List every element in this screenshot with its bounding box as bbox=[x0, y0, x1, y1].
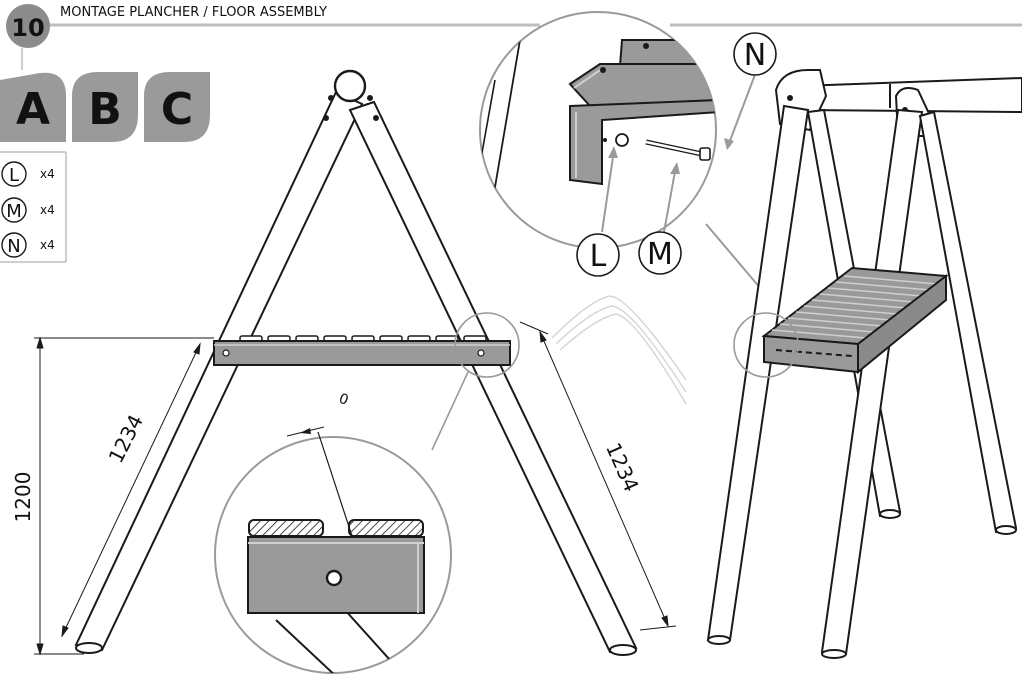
page-title: MONTAGE PLANCHER / FLOOR ASSEMBLY bbox=[60, 5, 327, 20]
variant-label-a: A bbox=[16, 84, 50, 135]
nut bbox=[715, 147, 716, 165]
part-row-l: L x4 bbox=[1, 161, 55, 187]
top-tube bbox=[333, 69, 367, 103]
variant-badge-b bbox=[72, 72, 138, 142]
variant-label-c: C bbox=[161, 84, 193, 135]
callout-nut: N bbox=[744, 38, 766, 73]
bolt bbox=[699, 147, 711, 161]
part-quantity: x4 bbox=[40, 203, 55, 217]
callout-bolt: M bbox=[647, 237, 673, 272]
perspective-floor bbox=[761, 266, 949, 375]
variant-label-b: B bbox=[88, 84, 122, 135]
dimension-left-leg: 1234 bbox=[104, 411, 148, 467]
front-view bbox=[74, 69, 638, 656]
hardware-detail: L M N bbox=[479, 11, 777, 303]
zoom-detail: 0 bbox=[214, 391, 452, 674]
perspective-view bbox=[706, 69, 1022, 659]
part-quantity: x4 bbox=[40, 238, 55, 252]
step-number: 10 bbox=[11, 14, 44, 42]
dimensions bbox=[34, 321, 677, 656]
part-quantity: x4 bbox=[40, 167, 55, 181]
part-letter: N bbox=[7, 236, 20, 257]
variant-badge-c bbox=[144, 72, 210, 142]
washer bbox=[615, 133, 629, 147]
part-row-m: M x4 bbox=[1, 197, 55, 223]
callout-washer: L bbox=[590, 239, 607, 274]
header: 10 MONTAGE PLANCHER / FLOOR ASSEMBLY bbox=[6, 4, 1022, 70]
part-letter: L bbox=[9, 165, 19, 186]
floor-beam bbox=[213, 335, 511, 366]
ghost-bracket bbox=[551, 295, 687, 405]
dimension-height: 1200 bbox=[11, 472, 35, 523]
parts-list: L x4 M x4 N x4 bbox=[0, 151, 67, 263]
step-badge bbox=[6, 4, 50, 48]
dimension-gap: 0 bbox=[337, 391, 351, 409]
variant-badge-a bbox=[0, 72, 66, 142]
variant-badges: A B C bbox=[0, 72, 210, 142]
part-letter: M bbox=[6, 201, 22, 222]
part-row-n: N x4 bbox=[1, 232, 55, 258]
